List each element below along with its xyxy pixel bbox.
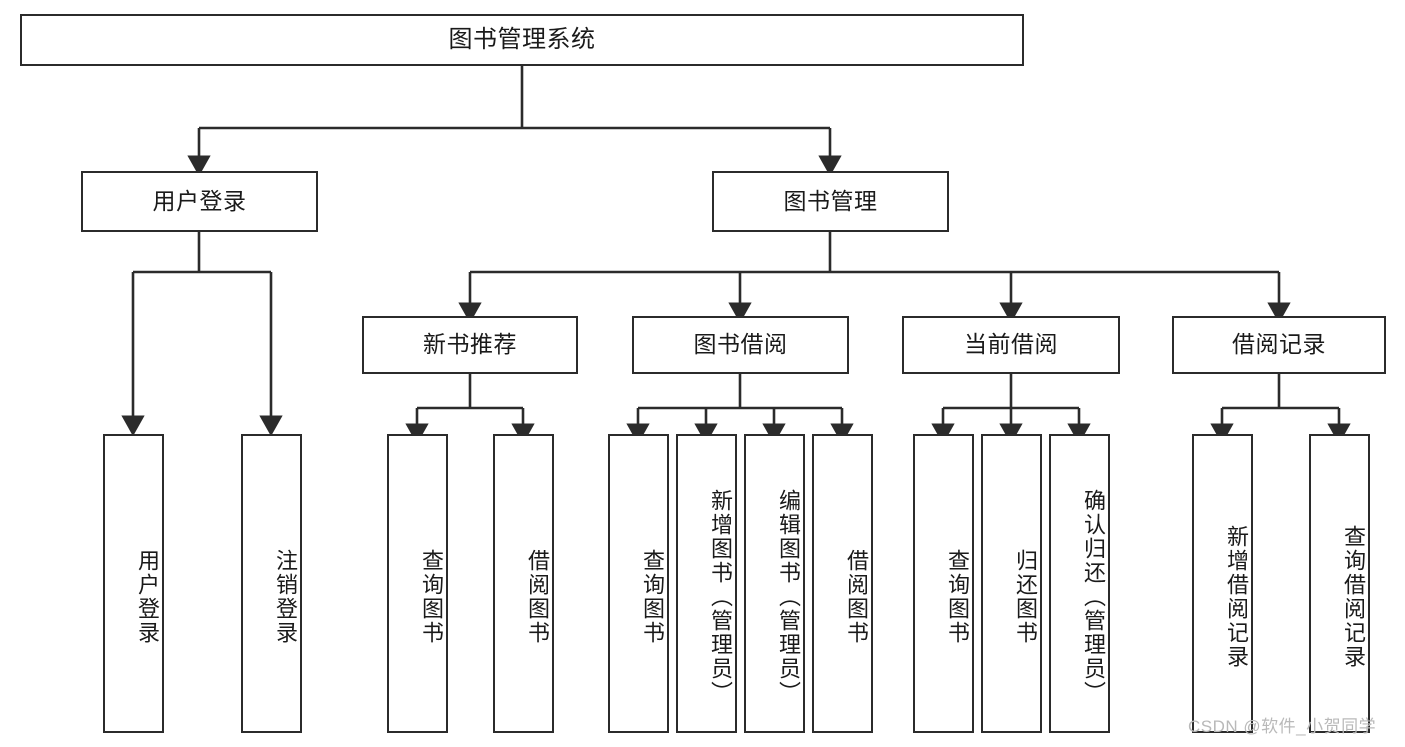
node-book-borrow[interactable]: 图书借阅 xyxy=(632,316,849,374)
node-leaf-confirm-return-label: 确认归还（管理员） xyxy=(1081,488,1106,705)
node-book-management[interactable]: 图书管理 xyxy=(712,171,949,232)
node-leaf-edit-book-label: 编辑图书（管理员） xyxy=(776,488,801,705)
node-leaf-user-login[interactable]: 用户登录 xyxy=(103,434,164,733)
node-user-login-label: 用户登录 xyxy=(152,187,247,214)
node-leaf-logout-login[interactable]: 注销登录 xyxy=(241,434,302,733)
node-leaf-query-book-2[interactable]: 查询图书 xyxy=(608,434,669,733)
node-leaf-query-book-3[interactable]: 查询图书 xyxy=(913,434,974,733)
node-leaf-borrow-book-2[interactable]: 借阅图书 xyxy=(812,434,873,733)
node-borrow-record-label: 借阅记录 xyxy=(1232,331,1326,358)
node-borrow-record[interactable]: 借阅记录 xyxy=(1172,316,1386,374)
node-leaf-edit-book[interactable]: 编辑图书（管理员） xyxy=(744,434,805,733)
node-leaf-query-book-3-label: 查询图书 xyxy=(945,548,970,645)
node-root-label: 图书管理系统 xyxy=(448,25,596,53)
node-new-book-recommend[interactable]: 新书推荐 xyxy=(362,316,578,374)
node-leaf-query-record-label: 查询借阅记录 xyxy=(1341,524,1366,669)
watermark-text: CSDN @软件_小贺同学 xyxy=(1188,717,1377,736)
node-leaf-borrow-book-2-label: 借阅图书 xyxy=(844,548,869,645)
node-leaf-return-book-label: 归还图书 xyxy=(1013,548,1038,645)
node-leaf-user-login-label: 用户登录 xyxy=(135,548,160,645)
node-leaf-query-record[interactable]: 查询借阅记录 xyxy=(1309,434,1370,733)
node-book-borrow-label: 图书借阅 xyxy=(693,331,788,358)
node-leaf-query-book-2-label: 查询图书 xyxy=(640,548,665,645)
node-leaf-add-book[interactable]: 新增图书（管理员） xyxy=(676,434,737,733)
node-current-borrow[interactable]: 当前借阅 xyxy=(902,316,1120,374)
node-leaf-query-book-1-label: 查询图书 xyxy=(419,548,444,645)
node-leaf-confirm-return[interactable]: 确认归还（管理员） xyxy=(1049,434,1110,733)
node-leaf-add-record[interactable]: 新增借阅记录 xyxy=(1192,434,1253,733)
node-user-login[interactable]: 用户登录 xyxy=(81,171,318,232)
node-book-management-label: 图书管理 xyxy=(783,187,878,214)
node-root[interactable]: 图书管理系统 xyxy=(20,14,1024,66)
node-leaf-logout-login-label: 注销登录 xyxy=(273,548,298,645)
node-leaf-return-book[interactable]: 归还图书 xyxy=(981,434,1042,733)
node-leaf-borrow-book-1-label: 借阅图书 xyxy=(525,548,550,645)
node-new-book-recommend-label: 新书推荐 xyxy=(423,331,517,358)
node-leaf-borrow-book-1[interactable]: 借阅图书 xyxy=(493,434,554,733)
node-current-borrow-label: 当前借阅 xyxy=(964,331,1058,358)
node-leaf-add-record-label: 新增借阅记录 xyxy=(1224,524,1249,669)
node-leaf-query-book-1[interactable]: 查询图书 xyxy=(387,434,448,733)
node-leaf-add-book-label: 新增图书（管理员） xyxy=(708,488,733,705)
